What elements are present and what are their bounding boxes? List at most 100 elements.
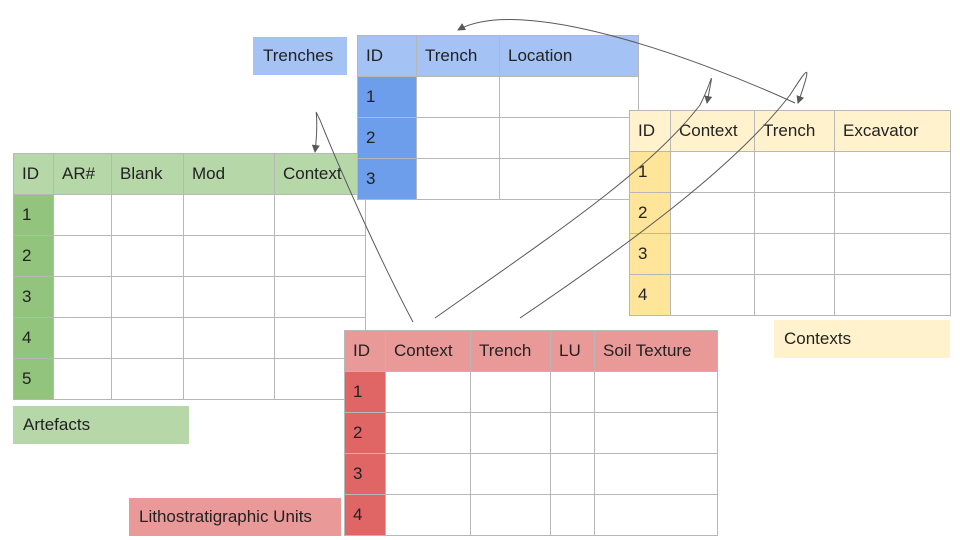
cell <box>834 151 951 193</box>
table-row: 3 <box>629 233 951 275</box>
cell <box>754 274 835 316</box>
cell <box>385 412 471 454</box>
cell <box>754 192 835 234</box>
trenches-header-row: ID Trench Location <box>357 35 639 77</box>
row-id: 4 <box>344 494 386 536</box>
table-row: 4 <box>344 494 718 536</box>
table-row: 4 <box>13 317 366 359</box>
lu-header-row: ID Context Trench LU Soil Texture <box>344 330 718 372</box>
contexts-col-excavator: Excavator <box>834 110 951 152</box>
cell <box>470 453 551 495</box>
table-row: 1 <box>357 76 639 118</box>
row-id: 2 <box>13 235 54 277</box>
row-id: 2 <box>357 117 417 159</box>
lithostratigraphic-units-label: Lithostratigraphic Units <box>129 498 341 536</box>
cell <box>53 317 112 359</box>
cell <box>594 453 718 495</box>
cell <box>111 317 184 359</box>
artefacts-col-ar: AR# <box>53 153 112 195</box>
artefacts-col-id: ID <box>13 153 54 195</box>
cell <box>53 358 112 400</box>
table-row: 3 <box>357 158 639 200</box>
cell <box>274 235 366 277</box>
row-id: 1 <box>13 194 54 236</box>
cell <box>385 494 471 536</box>
trenches-table: ID Trench Location 1 2 3 <box>357 35 639 200</box>
row-id: 4 <box>13 317 54 359</box>
row-id: 1 <box>344 371 386 413</box>
table-row: 3 <box>13 276 366 318</box>
cell <box>470 494 551 536</box>
artefacts-header-row: ID AR# Blank Mod Context <box>13 153 366 195</box>
cell <box>416 117 500 159</box>
cell <box>183 358 275 400</box>
table-row: 4 <box>629 274 951 316</box>
trenches-label: Trenches <box>253 37 347 75</box>
contexts-col-trench: Trench <box>754 110 835 152</box>
artefacts-table: ID AR# Blank Mod Context 1 2 3 4 5 <box>13 153 366 400</box>
lithostratigraphic-units-table: ID Context Trench LU Soil Texture 1 2 3 … <box>344 330 718 536</box>
lu-col-context: Context <box>385 330 471 372</box>
cell <box>499 158 639 200</box>
row-id: 2 <box>344 412 386 454</box>
cell <box>754 151 835 193</box>
cell <box>670 151 755 193</box>
cell <box>550 412 595 454</box>
cell <box>470 371 551 413</box>
cell <box>385 453 471 495</box>
cell <box>834 233 951 275</box>
cell <box>834 192 951 234</box>
lu-col-soil-texture: Soil Texture <box>594 330 718 372</box>
row-id: 2 <box>629 192 671 234</box>
cell <box>594 412 718 454</box>
row-id: 3 <box>344 453 386 495</box>
cell <box>416 158 500 200</box>
contexts-table: ID Context Trench Excavator 1 2 3 4 <box>629 110 951 316</box>
trenches-col-trench: Trench <box>416 35 500 77</box>
artefacts-label: Artefacts <box>13 406 189 444</box>
cell <box>183 235 275 277</box>
artefacts-col-mod: Mod <box>183 153 275 195</box>
row-id: 3 <box>357 158 417 200</box>
table-row: 1 <box>13 194 366 236</box>
cell <box>274 194 366 236</box>
row-id: 3 <box>13 276 54 318</box>
trenches-col-id: ID <box>357 35 417 77</box>
contexts-header-row: ID Context Trench Excavator <box>629 110 951 152</box>
table-row: 2 <box>357 117 639 159</box>
lu-col-id: ID <box>344 330 386 372</box>
cell <box>670 192 755 234</box>
cell <box>111 194 184 236</box>
table-row: 2 <box>13 235 366 277</box>
table-row: 3 <box>344 453 718 495</box>
cell <box>550 494 595 536</box>
cell <box>53 194 112 236</box>
cell <box>470 412 551 454</box>
cell <box>499 76 639 118</box>
cell <box>499 117 639 159</box>
cell <box>183 276 275 318</box>
cell <box>754 233 835 275</box>
cell <box>53 235 112 277</box>
table-row: 2 <box>344 412 718 454</box>
cell <box>183 194 275 236</box>
table-row: 1 <box>629 151 951 193</box>
cell <box>111 276 184 318</box>
row-id: 1 <box>357 76 417 118</box>
row-id: 3 <box>629 233 671 275</box>
lu-col-lu: LU <box>550 330 595 372</box>
cell <box>594 494 718 536</box>
lu-col-trench: Trench <box>470 330 551 372</box>
cell <box>53 276 112 318</box>
contexts-col-context: Context <box>670 110 755 152</box>
cell <box>111 235 184 277</box>
cell <box>183 317 275 359</box>
cell <box>550 371 595 413</box>
cell <box>385 371 471 413</box>
artefacts-col-blank: Blank <box>111 153 184 195</box>
row-id: 5 <box>13 358 54 400</box>
contexts-col-id: ID <box>629 110 671 152</box>
row-id: 1 <box>629 151 671 193</box>
contexts-label: Contexts <box>774 320 950 358</box>
table-row: 5 <box>13 358 366 400</box>
